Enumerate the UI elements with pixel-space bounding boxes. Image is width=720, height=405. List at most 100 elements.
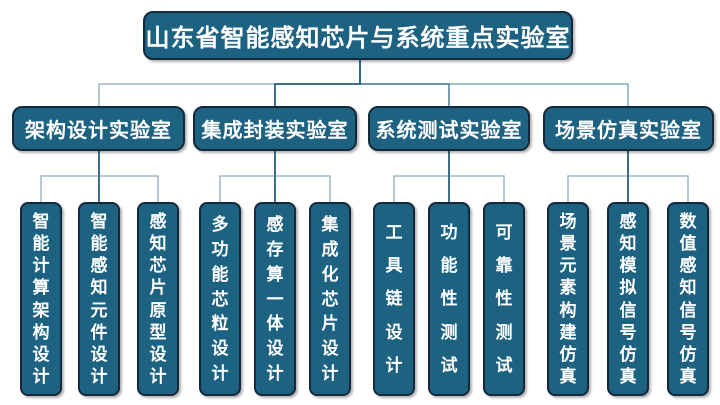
leaf-node-char: 感 — [90, 256, 108, 276]
leaf-node-integrated-chip-design: 集成化芯片设计 — [309, 202, 351, 396]
leaf-node-char: 原 — [149, 300, 167, 320]
leaf-node-char: 芯 — [321, 289, 339, 309]
leaf-node-char: 功 — [211, 239, 229, 259]
leaf-node-char: 性 — [495, 289, 513, 309]
leaf-node-char: 算 — [32, 278, 50, 298]
leaf-node-char: 感 — [679, 256, 697, 276]
leaf-node-char: 能 — [90, 234, 108, 254]
leaf-node-char: 计 — [385, 355, 403, 375]
leaf-node-char: 能 — [440, 256, 458, 276]
leaf-node-char: 仿 — [559, 344, 577, 364]
leaf-node-char: 景 — [559, 234, 577, 254]
branch-node-label: 架构设计实验室 — [25, 120, 172, 142]
leaf-node-char: 感 — [149, 212, 167, 232]
leaf-node-char: 设 — [90, 344, 108, 364]
leaf-node-char: 设 — [266, 339, 284, 359]
leaf-node-char: 计 — [32, 366, 50, 386]
leaf-node-char: 信 — [679, 300, 697, 320]
leaf-node-char: 计 — [211, 364, 229, 384]
leaf-node-char: 设 — [149, 344, 167, 364]
leaf-node-char: 体 — [266, 314, 284, 334]
leaf-node-char: 芯 — [149, 256, 167, 276]
leaf-node-char: 链 — [385, 289, 403, 309]
leaf-node-char: 工 — [385, 223, 403, 243]
leaf-node-char: 测 — [440, 322, 458, 342]
leaf-node-multifunction-chiplet-design: 多功能芯粒设计 — [199, 202, 241, 396]
leaf-node-char: 算 — [266, 264, 284, 284]
leaf-node-char: 靠 — [495, 256, 513, 276]
leaf-node-char: 真 — [559, 366, 577, 386]
leaf-node-char: 试 — [495, 355, 513, 375]
connector-branch1-child1 — [40, 151, 100, 202]
leaf-node-char: 能 — [211, 264, 229, 284]
leaf-node-char: 性 — [440, 289, 458, 309]
leaf-node-char: 具 — [385, 256, 403, 276]
leaf-node-char: 场 — [559, 212, 577, 232]
branch-node-label: 系统测试实验室 — [375, 120, 523, 142]
leaf-node-char: 号 — [619, 322, 637, 342]
leaf-node-char: 知 — [90, 278, 108, 298]
leaf-node-char: 一 — [266, 289, 284, 309]
leaf-node-char: 型 — [149, 322, 167, 342]
connector-branch4-child3 — [627, 151, 689, 202]
leaf-node-char: 功 — [440, 223, 458, 243]
branch-node-system-testing-lab: 系统测试实验室 — [368, 106, 530, 151]
leaf-node-char: 构 — [32, 322, 50, 342]
leaf-node-char: 计 — [266, 364, 284, 384]
connector-branch1-child3 — [98, 151, 159, 202]
leaf-node-char: 架 — [32, 300, 50, 320]
leaf-node-char: 模 — [619, 256, 637, 276]
connector-root-to-branch-2 — [274, 60, 361, 106]
leaf-node-char: 计 — [321, 364, 339, 384]
leaf-node-char: 感 — [619, 212, 637, 232]
connector-branch2-child3 — [274, 151, 331, 202]
leaf-node-char: 设 — [211, 339, 229, 359]
leaf-node-scene-element-construction-simulation: 场景元素构建仿真 — [547, 202, 589, 396]
leaf-node-char: 拟 — [619, 278, 637, 298]
connector-root-to-branch-3 — [359, 60, 450, 106]
leaf-node-char: 构 — [559, 300, 577, 320]
leaf-node-char: 化 — [321, 264, 339, 284]
leaf-node-toolchain-design: 工具链设计 — [373, 202, 415, 396]
leaf-node-char: 设 — [385, 322, 403, 342]
leaf-node-char: 能 — [32, 234, 50, 254]
branch-node-architecture-design-lab: 架构设计实验室 — [12, 106, 185, 151]
connector-branch2-child1 — [219, 151, 276, 202]
leaf-node-char: 测 — [495, 322, 513, 342]
leaf-node-intelligent-sensing-component-design: 智能感知元件设计 — [78, 202, 120, 396]
connector-root-to-branch-1 — [98, 60, 361, 106]
leaf-node-char: 元 — [559, 256, 577, 276]
connector-root-to-branch-4 — [359, 60, 629, 106]
leaf-node-char: 芯 — [211, 289, 229, 309]
leaf-node-char: 智 — [32, 212, 50, 232]
leaf-node-char: 集 — [321, 214, 339, 234]
leaf-node-numeric-sensing-signal-simulation: 数值感知信号仿真 — [667, 202, 709, 396]
leaf-node-char: 号 — [679, 322, 697, 342]
leaf-node-char: 值 — [679, 234, 697, 254]
leaf-node-char: 片 — [149, 278, 167, 298]
leaf-node-char: 设 — [32, 344, 50, 364]
leaf-node-char: 感 — [266, 214, 284, 234]
leaf-node-char: 真 — [619, 366, 637, 386]
leaf-node-char: 试 — [440, 355, 458, 375]
connector-branch3-child3 — [448, 151, 505, 202]
leaf-node-char: 粒 — [211, 314, 229, 334]
leaf-node-char: 信 — [619, 300, 637, 320]
root-node-label: 山东省智能感知芯片与系统重点实验室 — [145, 25, 571, 52]
branch-node-integration-packaging-lab: 集成封装实验室 — [193, 106, 357, 151]
leaf-node-char: 可 — [495, 223, 513, 243]
leaf-node-char: 数 — [679, 212, 697, 232]
leaf-node-char: 存 — [266, 239, 284, 259]
branch-node-scenario-simulation-lab: 场景仿真实验室 — [543, 106, 714, 151]
branch-node-label: 集成封装实验室 — [201, 120, 349, 142]
leaf-node-sensing-storage-computing-integrated-design: 感存算一体设计 — [254, 202, 296, 396]
leaf-node-functional-testing: 功能性测试 — [428, 202, 470, 396]
leaf-node-sensing-chip-prototype-design: 感知芯片原型设计 — [137, 202, 179, 396]
leaf-node-char: 计 — [149, 366, 167, 386]
leaf-node-char: 多 — [211, 214, 229, 234]
leaf-node-char: 知 — [619, 234, 637, 254]
leaf-node-char: 真 — [679, 366, 697, 386]
leaf-node-char: 智 — [90, 212, 108, 232]
